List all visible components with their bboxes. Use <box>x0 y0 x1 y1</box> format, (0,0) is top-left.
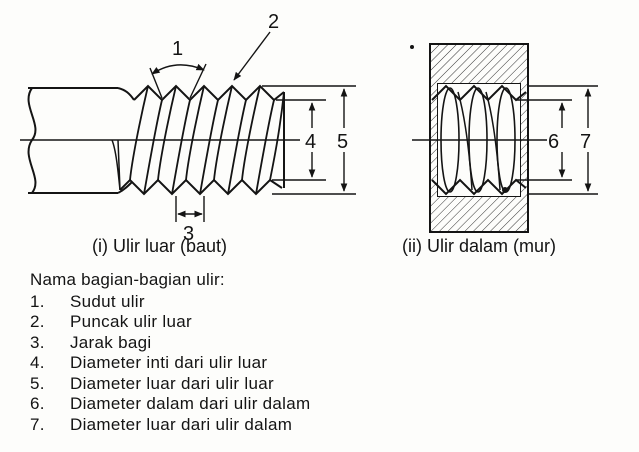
item-text: Diameter inti dari ulir luar <box>70 353 268 372</box>
list-item: 4. Diameter inti dari ulir luar <box>30 353 310 374</box>
label-4: 4 <box>305 131 316 153</box>
item-number: 3. <box>30 332 45 352</box>
bolt-shank <box>28 87 118 194</box>
parts-legend: Nama bagian-bagian ulir: 1. Sudut ulir 2.… <box>30 270 310 435</box>
item-number: 5. <box>30 373 45 393</box>
item-number: 7. <box>30 414 45 434</box>
item-number: 4. <box>30 353 45 372</box>
nut-caption: (ii) Ulir dalam (mur) <box>402 236 556 256</box>
item-text: Diameter luar dari ulir dalam <box>70 414 293 434</box>
list-item: 5. Diameter luar dari ulir luar <box>30 374 310 395</box>
list-item: 7. Diameter luar dari ulir dalam <box>30 415 310 436</box>
item-text: Diameter dalam dari ulir dalam <box>70 394 311 413</box>
item-number: 1. <box>30 291 45 311</box>
label-2: 2 <box>268 11 279 33</box>
leader-2 <box>233 31 271 81</box>
item-number: 2. <box>30 312 45 331</box>
item-text: Puncak ulir luar <box>70 312 192 331</box>
list-item: 1. Sudut ulir <box>30 292 310 313</box>
label-6: 6 <box>548 131 559 153</box>
pitch-dimension <box>175 196 205 222</box>
list-item: 6. Diameter dalam dari ulir dalam <box>30 394 310 415</box>
label-1: 1 <box>172 38 183 60</box>
bolt-thread-crest-top <box>133 84 285 102</box>
label-3: 3 <box>183 223 194 245</box>
item-text: Diameter luar dari ulir luar <box>70 373 274 393</box>
item-number: 6. <box>30 394 45 413</box>
label-7: 7 <box>580 131 591 153</box>
parts-title: Nama bagian-bagian ulir: <box>30 270 225 289</box>
parts-list: 1. Sudut ulir 2. Puncak ulir luar 3. Jarak … <box>30 292 310 436</box>
list-item: 3. Jarak bagi <box>30 333 310 354</box>
item-text: Sudut ulir <box>70 291 145 311</box>
bolt-caption: (i) Ulir luar (baut) <box>92 236 228 256</box>
thread-angle-marker <box>149 63 207 99</box>
item-text: Jarak bagi <box>70 332 152 352</box>
nut-drawing <box>410 43 529 233</box>
list-item: 2. Puncak ulir luar <box>30 312 310 333</box>
thread-diagram: 1 2 3 4 5 <box>20 11 598 245</box>
label-5: 5 <box>337 131 348 153</box>
bolt-drawing <box>27 84 285 196</box>
